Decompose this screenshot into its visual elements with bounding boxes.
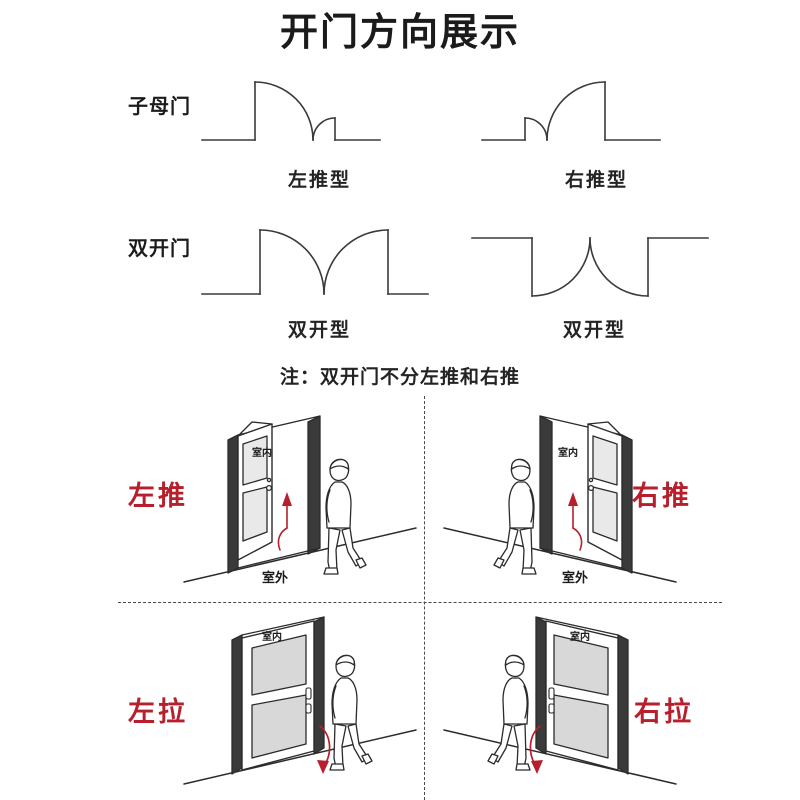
indoor-label-top-left: 室内 xyxy=(252,446,272,459)
divider-vertical xyxy=(424,396,425,800)
divider-horizontal xyxy=(118,602,722,603)
note-text: 注：双开门不分左推和右推 xyxy=(279,366,520,388)
outdoor-label-top-left: 室外 xyxy=(262,570,288,586)
type-label-double-left: 双开型 xyxy=(288,319,352,341)
illustration-right-pull: 室内 xyxy=(443,616,677,785)
indoor-label-bottom-left: 室内 xyxy=(262,630,282,643)
row-label-unequal-double-door: 子母门 xyxy=(128,94,191,118)
type-label-left-push: 左推型 xyxy=(288,169,352,191)
plan-diagram-double-down-right xyxy=(471,237,709,297)
direction-label-right-pull: 右拉 xyxy=(634,697,694,728)
row-label-double-door: 双开门 xyxy=(128,236,191,260)
direction-label-left-pull: 左拉 xyxy=(128,697,188,728)
indoor-label-bottom-right: 室内 xyxy=(570,630,590,643)
page-title: 开门方向展示 xyxy=(279,10,520,54)
illustration-right-push: 室内 室外 xyxy=(443,415,677,586)
indoor-label-top-right: 室内 xyxy=(558,446,578,459)
illustration-left-pull: 室内 xyxy=(183,616,417,785)
illustration-left-push: 室内 室外 xyxy=(183,415,417,586)
type-label-right-push: 右推型 xyxy=(565,169,629,191)
plan-diagram-left-push xyxy=(201,81,381,141)
type-label-double-right: 双开型 xyxy=(563,319,627,341)
direction-label-right-push: 右推 xyxy=(632,481,692,512)
plan-diagram-right-push xyxy=(481,81,661,141)
direction-label-left-push: 左推 xyxy=(128,481,188,512)
plan-diagram-double-up-left xyxy=(201,229,429,295)
outdoor-label-top-right: 室外 xyxy=(562,570,588,586)
